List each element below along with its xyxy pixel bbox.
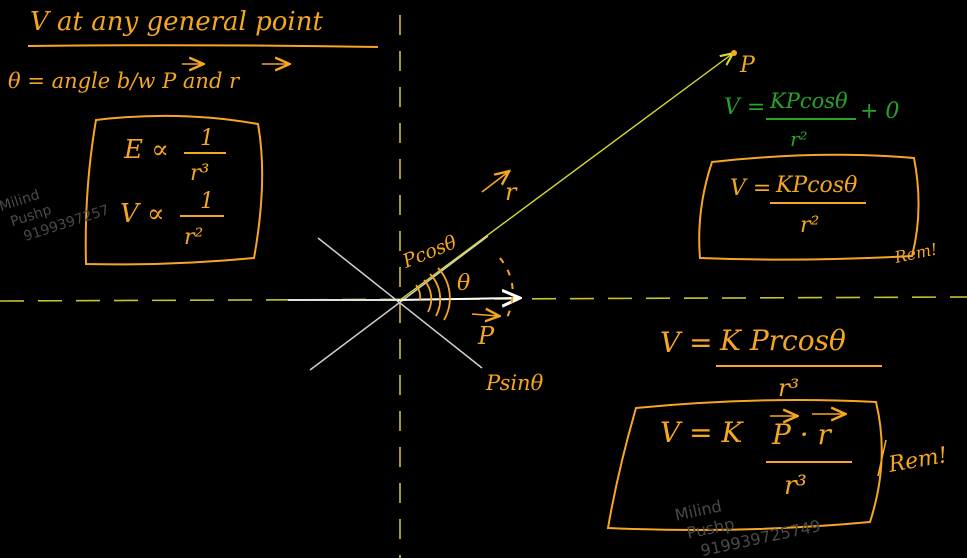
green-eq-den: r² bbox=[790, 127, 808, 151]
v-fraction-den: r² bbox=[184, 225, 203, 250]
dipole-vector-p bbox=[397, 298, 518, 300]
cross-line-2 bbox=[309, 235, 489, 371]
theta-arc-1 bbox=[415, 284, 422, 301]
boxed-eq2-num: P · r bbox=[771, 418, 833, 451]
r-label-arrow bbox=[481, 172, 508, 193]
theta-definition: θ = angle b/w P and r bbox=[8, 69, 241, 93]
theta-label: θ bbox=[457, 271, 470, 296]
boxed-eq1-note: Rem! bbox=[892, 239, 939, 267]
eq2-num: K Prcosθ bbox=[719, 324, 846, 357]
boxed-eq1-lhs: V = bbox=[730, 176, 771, 201]
boxed-eq1-num: KPcosθ bbox=[775, 173, 857, 198]
relations-box bbox=[84, 114, 264, 266]
boxed-eq1-den: r² bbox=[800, 213, 819, 238]
pcos-label: Pcosθ bbox=[399, 231, 461, 273]
green-eq-lhs: V = bbox=[724, 95, 765, 120]
e-fraction-num: 1 bbox=[200, 126, 214, 151]
horizontal-dashed-axis bbox=[0, 296, 967, 302]
theta-arc-4 bbox=[437, 267, 451, 321]
boxed-eq2-note: Rem! bbox=[886, 443, 950, 478]
psin-label: Psinθ bbox=[485, 371, 544, 395]
boxed-eq2-lhs: V = K bbox=[660, 416, 744, 449]
v-fraction-num: 1 bbox=[200, 189, 214, 214]
theta-arc-2 bbox=[423, 279, 433, 313]
point-p-dot bbox=[731, 50, 737, 56]
watermark-left: Milind Pushp 9199397257 bbox=[0, 168, 111, 249]
title-underline bbox=[27, 44, 379, 48]
page-title: V at any general point bbox=[30, 7, 323, 37]
eq2-lhs: V = bbox=[660, 326, 713, 359]
v-proportional: V ∝ bbox=[120, 199, 165, 229]
p-label: P bbox=[477, 322, 495, 350]
green-eq-plus: + 0 bbox=[860, 99, 899, 124]
boxed-eq1-frame bbox=[698, 153, 920, 261]
boxed-eq2-frame bbox=[606, 399, 883, 531]
r-label: r bbox=[505, 178, 518, 206]
e-proportional: E ∝ bbox=[123, 135, 169, 165]
p-label-bar bbox=[471, 314, 498, 316]
theta-def-r: r bbox=[229, 69, 241, 93]
position-vector-r bbox=[399, 54, 732, 301]
point-p-label: P bbox=[739, 53, 756, 78]
e-fraction-den: r³ bbox=[190, 161, 209, 186]
theta-def-p: P bbox=[161, 69, 177, 93]
theta-arc-3 bbox=[429, 273, 442, 317]
eq2-den: r³ bbox=[778, 374, 799, 402]
green-eq-num: KPcosθ bbox=[769, 89, 848, 113]
boxed-eq2-den: r³ bbox=[784, 471, 807, 501]
dashed-arc bbox=[499, 257, 514, 321]
rem-arrow-line bbox=[877, 439, 887, 477]
